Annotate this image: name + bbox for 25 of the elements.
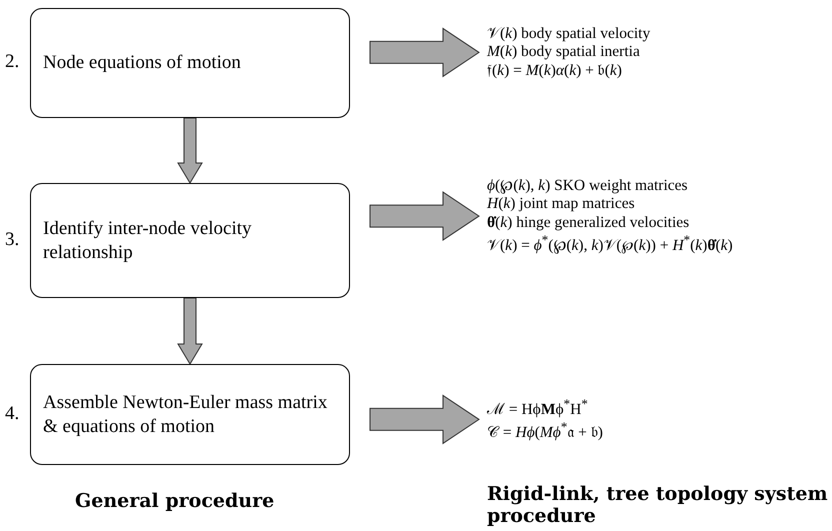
equation-text: θ̇(k) hinge generalized velocities xyxy=(487,214,690,232)
step-number: 4. xyxy=(5,402,20,424)
equation-text: ℳ = HϕMϕ$^{*}$H$^{*}$ xyxy=(487,396,589,420)
block-arrow xyxy=(177,298,203,365)
block-arrow xyxy=(370,27,480,78)
column-caption: General procedure xyxy=(75,490,276,512)
process-box xyxy=(30,8,350,118)
equation-text: 𝒞 = Hϕ(Mϕ$^{*}$𝔞 + 𝔟) xyxy=(487,419,603,443)
process-box xyxy=(30,183,350,298)
block-arrow xyxy=(370,191,480,242)
equation-text: 𝔣(k) = M(k)α(k) + 𝔟(k) xyxy=(487,62,623,80)
block-arrow xyxy=(177,118,203,184)
column-caption: Rigid-link, tree topology system procedure xyxy=(487,483,829,527)
step-text: Assemble Newton-Euler mass matrix & equations of motion xyxy=(42,390,328,438)
step-text: Identify inter-node velocity relationship xyxy=(42,216,253,264)
step-text: Node equations of motion xyxy=(42,51,242,75)
equation-text: 𝒱(k) body spatial velocity xyxy=(487,25,650,44)
block-arrow xyxy=(370,394,480,444)
equation-text: ϕ(℘(k), k) SKO weight matrices xyxy=(487,177,689,196)
equation-text: 𝒱(k) = ϕ$^{*}$(℘(k), k)𝒱(℘(k)) + H$^{*}$(k)θ̇(k) xyxy=(487,232,733,256)
equation-text: H(k) joint map matrices xyxy=(487,195,636,214)
equation-text: M(k) body spatial inertia xyxy=(487,43,641,62)
step-number: 2. xyxy=(5,51,20,73)
process-box xyxy=(30,364,350,465)
step-number: 3. xyxy=(5,228,20,250)
